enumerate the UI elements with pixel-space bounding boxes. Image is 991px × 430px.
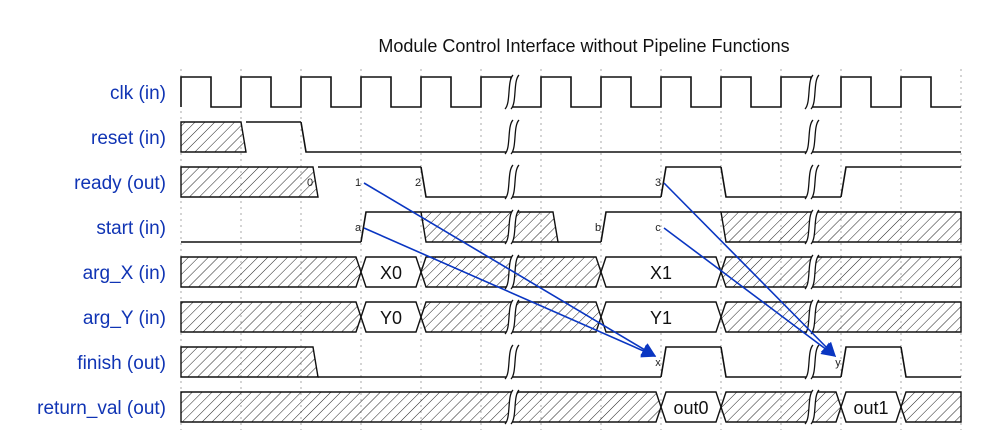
level-high (600, 211, 721, 243)
bus-value-X1: X1 (650, 263, 672, 283)
marker-c: c (655, 222, 661, 234)
level-low (420, 166, 661, 198)
bus-undefined (180, 391, 662, 423)
marker-3: 3 (655, 177, 661, 189)
break-mark (804, 299, 814, 335)
signal-return_val: out0 out1 (180, 391, 962, 423)
undefined-region (180, 121, 247, 153)
level-high (840, 346, 901, 378)
arrow-3-to-y (663, 182, 837, 358)
break-mark (510, 389, 520, 425)
marker-2: 2 (415, 177, 421, 189)
signal-label-reset: reset (in) (91, 128, 166, 149)
level-low (720, 346, 841, 378)
signal-label-clk: clk (in) (110, 83, 166, 104)
marker-0: 0 (307, 177, 313, 189)
break-mark (810, 209, 820, 245)
signal-labels: clk (in) reset (in) ready (out) start (in) a… (37, 83, 166, 419)
bus-undefined (900, 391, 962, 423)
signal-finish (180, 346, 961, 378)
bus-value-out1: out1 (853, 398, 888, 418)
signal-arg_X: X0 X1 (180, 256, 962, 288)
level-low (300, 121, 961, 153)
break-mark (504, 209, 514, 245)
level-low (720, 166, 841, 198)
bus-undefined (180, 301, 362, 333)
undefined-region (420, 211, 559, 243)
break-mark (810, 164, 820, 200)
break-mark (804, 74, 814, 110)
bus-value-out0: out0 (673, 398, 708, 418)
bus-value-Y1: Y1 (650, 308, 672, 328)
bus-undefined (180, 256, 362, 288)
break-mark (504, 254, 514, 290)
break-mark (504, 74, 514, 110)
signal-reset (180, 121, 961, 153)
break-mark (504, 119, 514, 155)
signal-clk (180, 76, 961, 108)
signal-start (181, 211, 962, 243)
marker-b: b (595, 222, 601, 234)
break-mark (504, 164, 514, 200)
break-mark (504, 344, 514, 380)
event-markers: 0 1 2 3 a b c x y (307, 177, 841, 369)
arrow-a-to-x (363, 227, 657, 358)
undefined-region (180, 166, 319, 198)
break-mark (510, 164, 520, 200)
bus-undefined (720, 391, 842, 423)
break-mark (804, 119, 814, 155)
level-high (360, 211, 421, 243)
bus-undefined (720, 256, 962, 288)
bus-undefined (720, 301, 962, 333)
break-mark (810, 254, 820, 290)
break-mark (810, 119, 820, 155)
break-mark (504, 389, 514, 425)
marker-1: 1 (355, 177, 361, 189)
break-mark (510, 119, 520, 155)
signal-ready (180, 166, 961, 198)
break-mark (804, 389, 814, 425)
clock-wave (180, 76, 961, 108)
signal-label-ready: ready (out) (74, 173, 166, 194)
break-mark (810, 344, 820, 380)
signal-label-start: start (in) (96, 218, 166, 239)
undefined-region (720, 211, 962, 243)
break-mark (804, 344, 814, 380)
marker-a: a (355, 222, 362, 234)
break-mark (510, 74, 520, 110)
level-low (900, 346, 961, 378)
undefined-region (180, 346, 319, 378)
bus-value-Y0: Y0 (380, 308, 402, 328)
time-breaks (504, 74, 820, 425)
diagram-title: Module Control Interface without Pipelin… (378, 36, 789, 56)
break-mark (510, 344, 520, 380)
marker-y: y (835, 357, 841, 369)
break-mark (810, 389, 820, 425)
level-high (840, 166, 961, 198)
signal-label-arg_X: arg_X (in) (83, 263, 166, 284)
bus-value-X0: X0 (380, 263, 402, 283)
signal-label-arg_Y: arg_Y (in) (83, 308, 166, 329)
break-mark (804, 164, 814, 200)
level-high (660, 166, 721, 198)
break-mark (510, 209, 520, 245)
break-mark (804, 254, 814, 290)
break-mark (510, 299, 520, 335)
signal-label-finish: finish (out) (77, 353, 166, 374)
signal-label-return_val: return_val (out) (37, 398, 166, 419)
level-high (660, 346, 721, 378)
break-mark (810, 74, 820, 110)
break-mark (804, 209, 814, 245)
arrow-c-to-y (663, 227, 837, 357)
causality-arrows (363, 182, 837, 358)
marker-x: x (655, 357, 661, 369)
arrow-1-to-x (363, 182, 657, 357)
break-mark (504, 299, 514, 335)
